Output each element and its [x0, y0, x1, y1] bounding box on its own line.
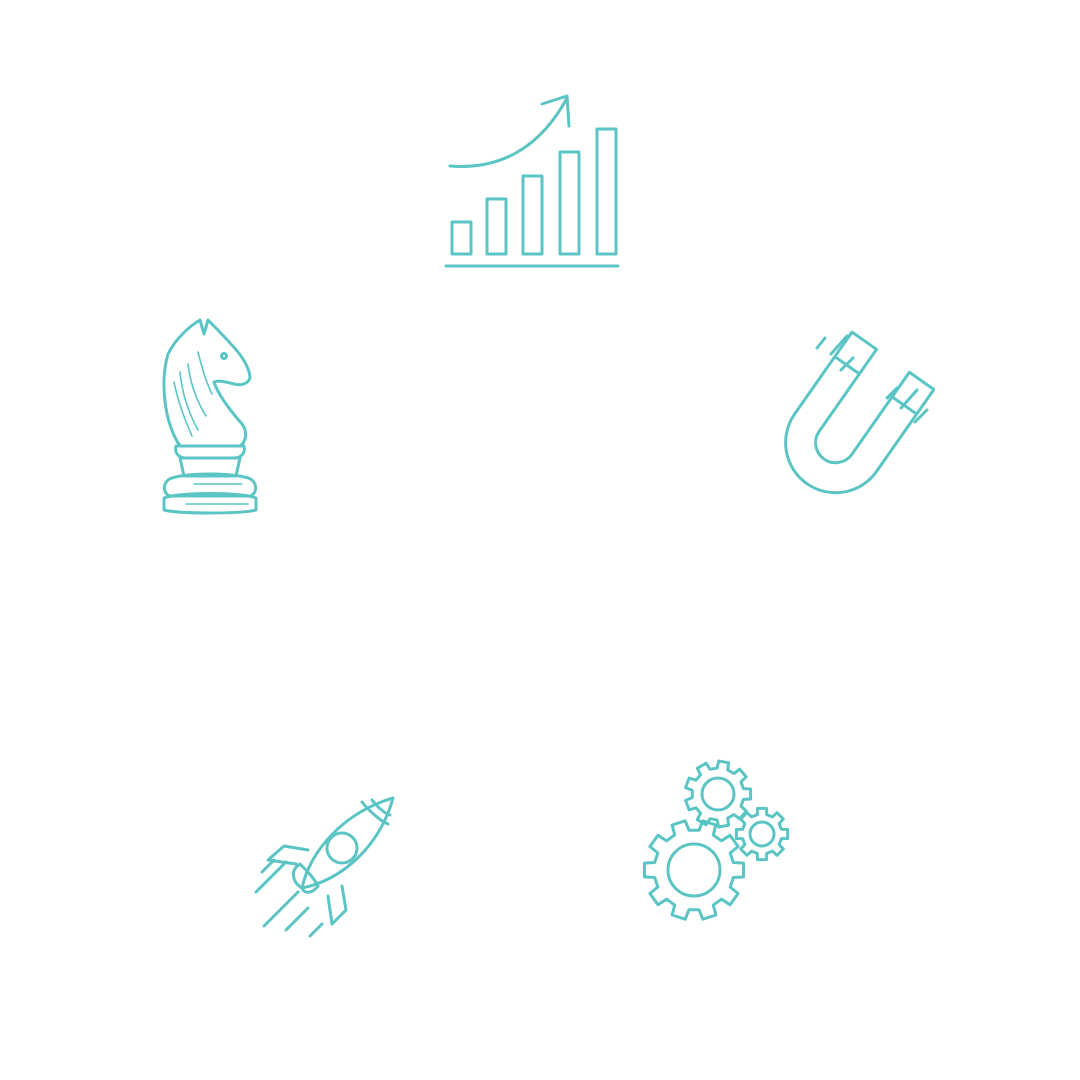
knight-mane-lines — [173, 351, 249, 505]
rocket-icon — [250, 790, 400, 940]
rocket-speed-line-3 — [262, 890, 300, 928]
growth-chart-svg — [444, 94, 620, 268]
rocket-nose-band — [360, 800, 390, 826]
knight-head — [162, 318, 252, 448]
knight-eye — [220, 352, 228, 360]
gear-small-hole — [748, 820, 776, 848]
rocket-speed-line-5 — [308, 922, 324, 938]
gear-large-hole — [666, 842, 722, 898]
gears-icon — [640, 758, 795, 923]
rocket-speed-line-1 — [260, 858, 276, 874]
gears-svg — [643, 759, 790, 921]
rocket-speed-line-4 — [284, 906, 310, 932]
gear-medium — [684, 759, 753, 829]
rocket-speed-line-2 — [254, 860, 288, 894]
magnet-icon — [755, 330, 935, 515]
rocket-exhaust — [292, 862, 320, 894]
gear-small — [734, 806, 790, 862]
chart-bar-2 — [485, 197, 508, 256]
rocket-nose-band-2 — [370, 798, 392, 817]
rocket-window — [325, 831, 359, 865]
chess-knight-icon — [150, 312, 265, 517]
chart-bar-1 — [450, 220, 473, 256]
magnet-body — [784, 330, 935, 495]
gear-medium-hole — [700, 776, 736, 812]
chess-knight-svg — [162, 318, 258, 515]
chart-bar-5 — [595, 127, 618, 256]
knight-base-top — [162, 472, 258, 498]
rocket-body — [300, 796, 395, 890]
chart-bar-4 — [558, 150, 581, 256]
knight-collar — [174, 444, 246, 460]
chart-arrow-head — [540, 94, 571, 128]
magnet-svg — [784, 330, 935, 495]
chart-trend-arrow — [448, 96, 569, 168]
knight-base-bottom — [162, 492, 258, 515]
rocket-fin-right — [326, 884, 348, 926]
magnet-rays — [815, 334, 929, 424]
rocket-svg — [254, 796, 395, 938]
chart-bar-3 — [521, 174, 544, 256]
gear-large — [643, 819, 745, 921]
rocket-fin-left — [266, 844, 310, 866]
growth-chart-icon — [440, 90, 625, 275]
